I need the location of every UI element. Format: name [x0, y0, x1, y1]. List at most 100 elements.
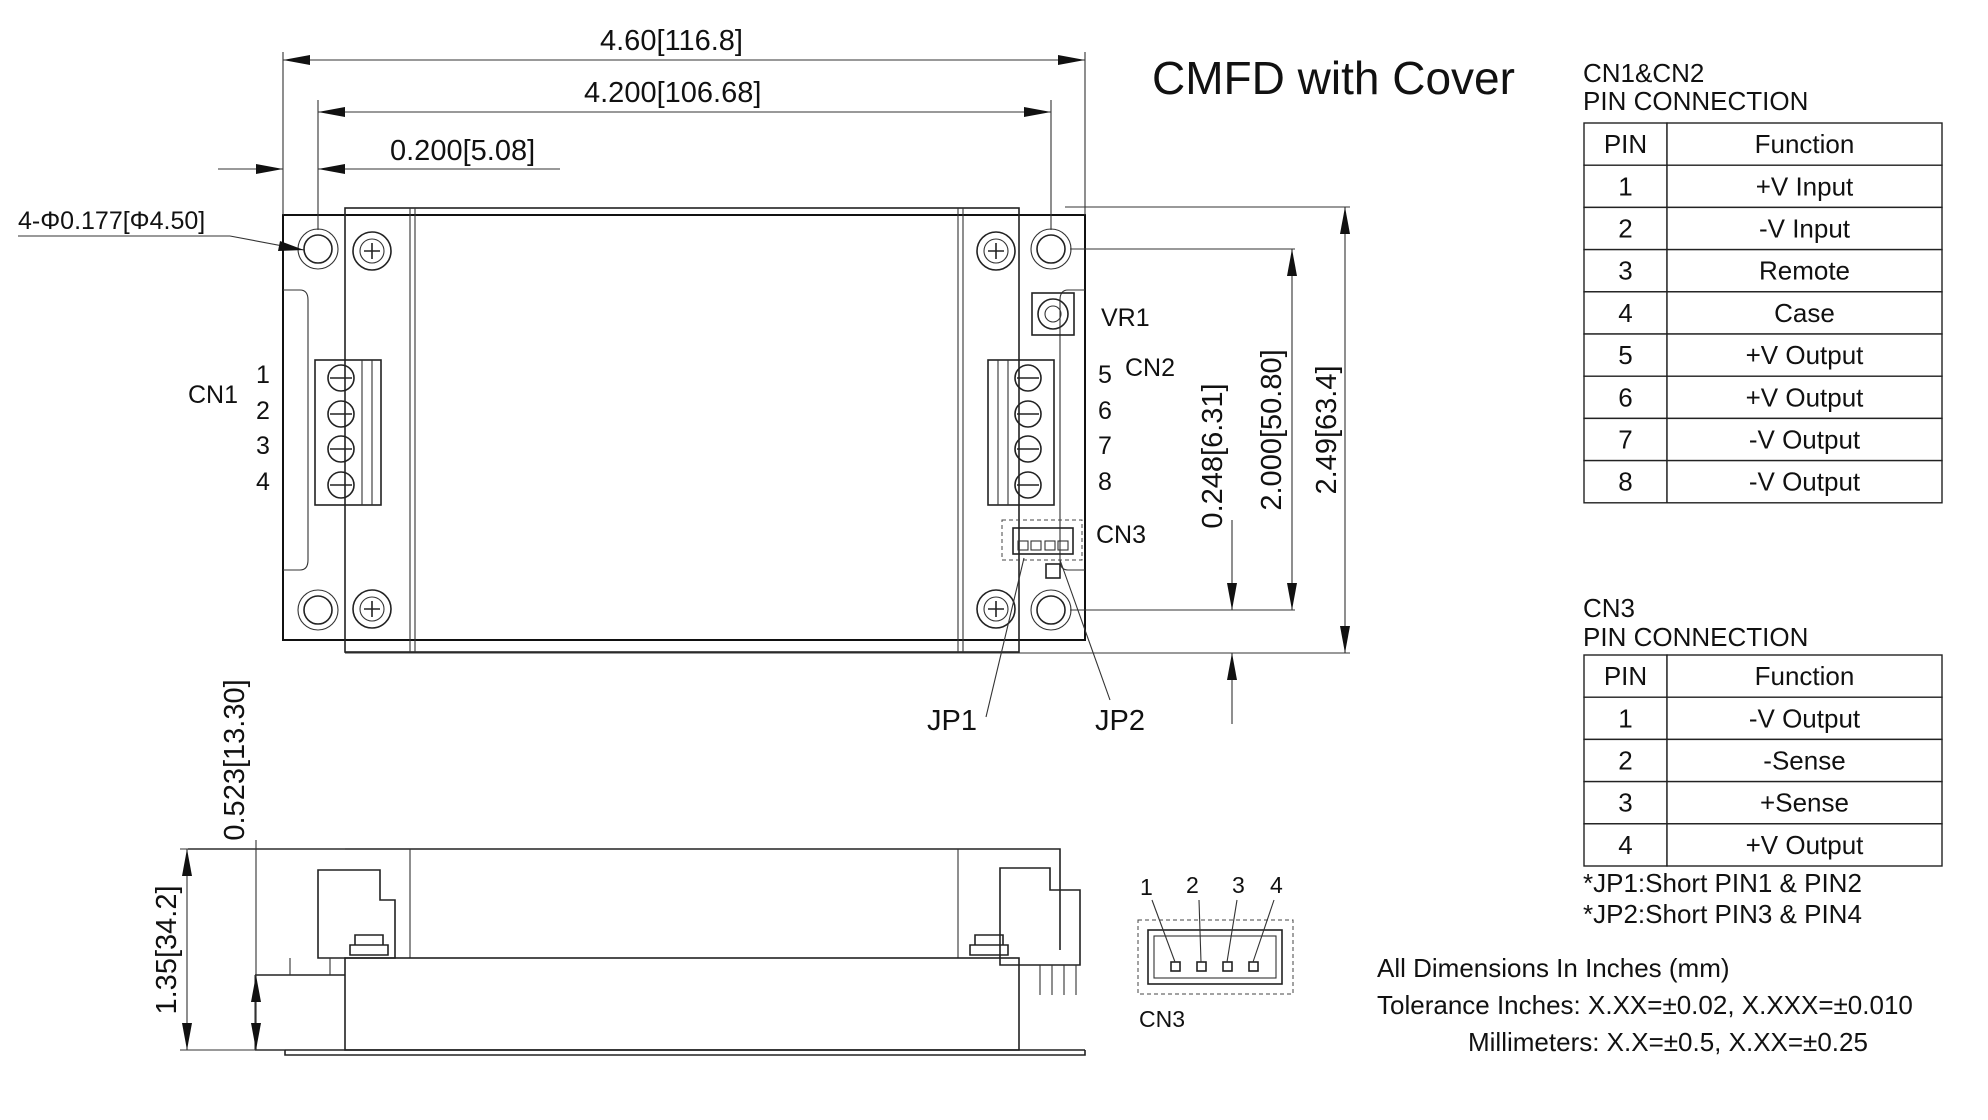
jp1-label: JP1 — [927, 705, 977, 737]
cover-outline — [344, 207, 1020, 653]
table-cell — [1583, 738, 1668, 783]
table-cell — [1666, 375, 1943, 420]
table-cell — [1583, 417, 1668, 462]
table-cn3-title-2: PIN CONNECTION — [1583, 622, 1808, 652]
table-function-cell: +Sense — [1760, 788, 1849, 818]
screw-top-right — [976, 231, 1016, 271]
table-cell — [1583, 823, 1668, 867]
cn3-detail-pin-2: 2 — [1186, 872, 1199, 898]
note-units: All Dimensions In Inches (mm) — [1377, 953, 1730, 983]
table-pin-cell: 1 — [1618, 703, 1632, 733]
table-cell — [1583, 459, 1668, 504]
dim-hole-offset-y: 0.248[6.31] — [1197, 383, 1229, 528]
table-function-cell: -V Output — [1749, 703, 1861, 733]
dim-overall-width: 4.60[116.8] — [600, 25, 743, 57]
table-pin-cell: 7 — [1618, 425, 1632, 455]
table-pin-cell: 4 — [1618, 830, 1632, 860]
table-pin-cell: 3 — [1618, 256, 1632, 286]
side-cn1-terminal — [289, 869, 396, 975]
table-function-cell: -Sense — [1763, 746, 1845, 776]
table-cell — [1583, 780, 1668, 825]
table-cell — [1666, 780, 1943, 825]
table-function-cell: -V Output — [1749, 425, 1861, 455]
base-plate-outline — [282, 214, 1086, 641]
cn2-pin-6: 6 — [1098, 397, 1112, 425]
table-cell — [1666, 459, 1943, 504]
cn3-detail-pin-4: 4 — [1270, 872, 1283, 898]
table-cell — [1666, 291, 1943, 335]
jp2-label: JP2 — [1095, 705, 1145, 737]
table-pin-cell: 5 — [1618, 340, 1632, 370]
dim-hole-diameter: 4-Φ0.177[Φ4.50] — [18, 207, 205, 235]
top-view: CN1 1 2 3 4 CN2 5 6 7 8 VR1 — [188, 207, 1175, 737]
table-header-cell: Function — [1755, 661, 1855, 691]
side-view — [188, 848, 1086, 1056]
cn2-pin-8: 8 — [1098, 468, 1112, 496]
table-function-cell: +V Input — [1756, 171, 1854, 201]
dim-hole-pitch-y: 2.000[50.80] — [1256, 349, 1288, 510]
screw-top-left — [352, 231, 392, 271]
jumper-note-jp1: *JP1:Short PIN1 & PIN2 — [1583, 868, 1862, 898]
dim-hole-offset-x: 0.200[5.08] — [390, 135, 535, 167]
table-header-cell: PIN — [1604, 129, 1647, 159]
cn3-connector — [1001, 519, 1083, 579]
dim-hole-pitch-x: 4.200[106.68] — [584, 77, 761, 109]
cn3-label: CN3 — [1096, 521, 1146, 549]
note-tolerance-inches: Tolerance Inches: X.XX=±0.02, X.XXX=±0.0… — [1377, 990, 1913, 1020]
table-cell — [1666, 206, 1943, 251]
table-function-cell: -V Output — [1749, 467, 1861, 497]
cn1-terminal-block — [314, 359, 382, 506]
drawing-title: CMFD with Cover — [1152, 52, 1515, 104]
table-cell — [1666, 738, 1943, 783]
table-pin-cell: 3 — [1618, 788, 1632, 818]
top-dimensions: 4.60[116.8] 4.200[106.68] 0.200[5.08] 4-… — [18, 25, 1086, 251]
table-header-cell: Function — [1755, 129, 1855, 159]
cn3-detail — [1137, 899, 1294, 995]
cn2-pin-7: 7 — [1098, 432, 1112, 460]
table-cn1-cn2-title-2: PIN CONNECTION — [1583, 86, 1808, 116]
table-cell — [1666, 823, 1943, 867]
cn2-pin-5: 5 — [1098, 361, 1112, 389]
table-function-cell: Remote — [1759, 256, 1850, 286]
right-dimensions: 2.49[63.4] 2.000[50.80] 0.248[6.31] — [345, 206, 1350, 724]
table-function-cell: +V Output — [1746, 340, 1865, 370]
cn1-pin-4: 4 — [256, 468, 270, 496]
table-function-cell: +V Output — [1746, 382, 1865, 412]
mounting-hole-top-right — [1036, 234, 1066, 264]
side-cover-outline — [188, 848, 1061, 950]
dim-cn3-offset: 0.523[13.30] — [219, 679, 251, 840]
table-cell — [1666, 122, 1943, 166]
dim-side-height: 1.35[34.2] — [151, 886, 183, 1015]
table-pin-cell: 4 — [1618, 298, 1632, 328]
vr1-trimmer — [1031, 292, 1075, 336]
jumper-note-jp2: *JP2:Short PIN3 & PIN4 — [1583, 899, 1862, 929]
table-pin-cell: 8 — [1618, 467, 1632, 497]
dim-overall-height: 2.49[63.4] — [1311, 366, 1343, 495]
mounting-hole-bottom-left — [303, 595, 333, 625]
mounting-hole-top-left — [303, 234, 333, 264]
cn2-terminal-block — [987, 359, 1055, 506]
table-cell — [1583, 206, 1668, 251]
mounting-hole-bottom-right — [1036, 595, 1066, 625]
table-pin-cell: 2 — [1618, 746, 1632, 776]
side-dimensions: 1.35[34.2] 0.523[13.30] — [151, 679, 345, 1051]
table-cell — [1666, 696, 1943, 741]
cn3-detail-pin-3: 3 — [1232, 872, 1245, 898]
table-cn1-cn2-title-1: CN1&CN2 — [1583, 58, 1704, 88]
table-cell — [1583, 696, 1668, 741]
table-cell — [1666, 164, 1943, 209]
cn1-pin-3: 3 — [256, 432, 270, 460]
table-cell — [1583, 333, 1668, 377]
note-tolerance-mm: Millimeters: X.X=±0.5, X.XX=±0.25 — [1468, 1027, 1868, 1057]
cn1-pin-1: 1 — [256, 361, 270, 389]
table-header-cell: PIN — [1604, 661, 1647, 691]
cn3-detail-pin-1: 1 — [1140, 874, 1153, 900]
side-cn2-terminal — [969, 867, 1081, 995]
cn1-pin-2: 2 — [256, 397, 270, 425]
table-cell — [1666, 248, 1943, 293]
vr1-label: VR1 — [1101, 304, 1150, 332]
table-function-cell: -V Input — [1759, 214, 1851, 244]
